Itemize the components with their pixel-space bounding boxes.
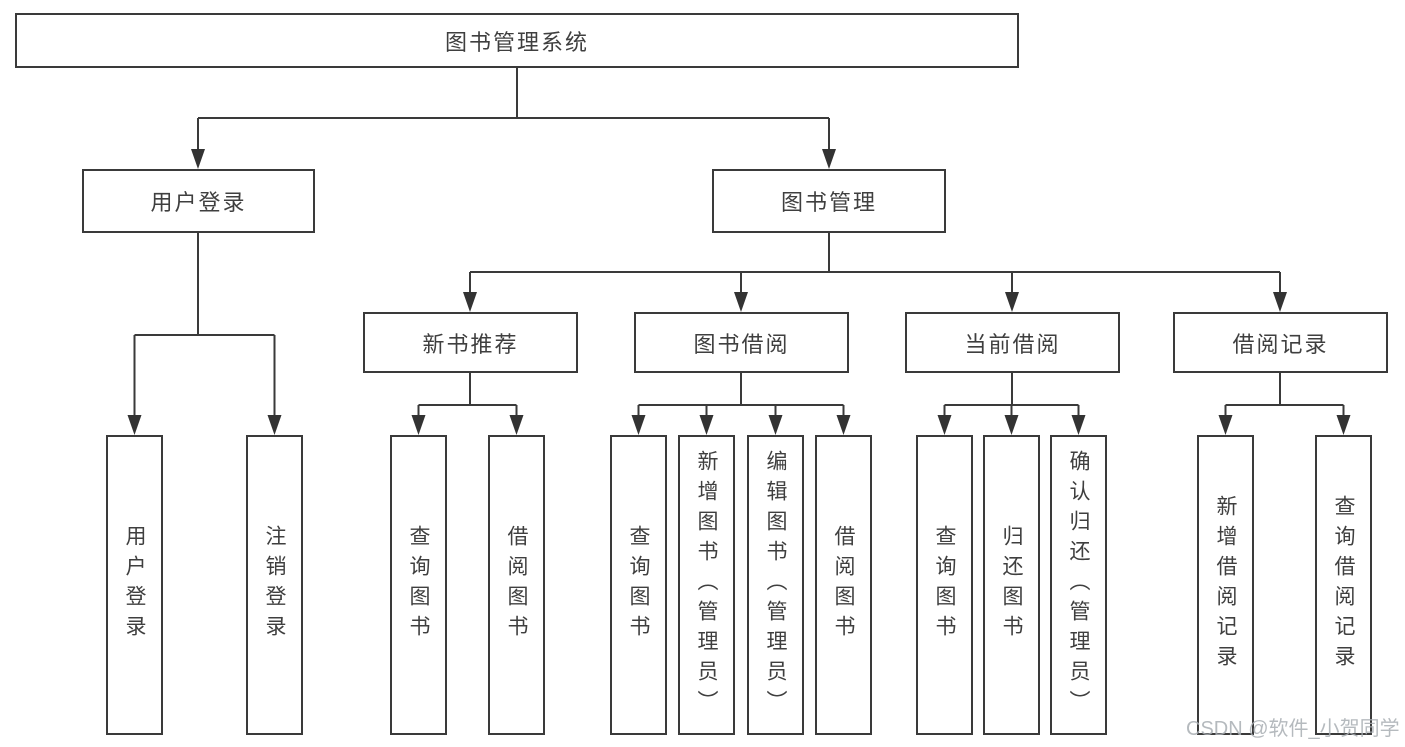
leaf-edit-book-admin: 编辑图书（管理员） (747, 435, 804, 735)
node-book-management: 图书管理 (712, 169, 946, 233)
leaf-confirm-return-admin: 确认归还（管理员） (1050, 435, 1107, 735)
connector-book-borrowing-to-leaves (631, 373, 851, 435)
node-label: 新书推荐 (422, 331, 519, 357)
csdn-watermark: CSDN @软件_小贺同学 (1186, 718, 1400, 740)
node-label: 图书管理 (780, 190, 877, 215)
leaf-logout: 注销登录 (246, 435, 303, 735)
node-label: 新增借阅记录 (1214, 495, 1237, 675)
leaf-query-books-recommendation: 查询图书 (390, 435, 447, 735)
leaf-add-book-admin: 新增图书（管理员） (678, 435, 735, 735)
leaf-borrow-books-recommendation: 借阅图书 (488, 435, 545, 735)
node-label: 图书管理系统 (444, 29, 589, 55)
connector-root-to-level2 (191, 68, 836, 169)
leaf-borrow-books-borrowing: 借阅图书 (815, 435, 872, 735)
node-label: 借阅图书 (505, 525, 528, 645)
node-new-book-recommendation: 新书推荐 (363, 312, 578, 373)
node-label: 注销登录 (263, 525, 286, 645)
node-label: 查询借阅记录 (1332, 495, 1355, 675)
node-label: 查询图书 (933, 525, 956, 645)
leaf-user-login: 用户登录 (106, 435, 163, 735)
leaf-query-books-borrowing: 查询图书 (610, 435, 667, 735)
connector-borrowing-records-to-leaves (1218, 373, 1351, 435)
leaf-query-books-current: 查询图书 (916, 435, 973, 735)
node-library-management-system: 图书管理系统 (15, 13, 1019, 68)
connector-current-borrowing-to-leaves (937, 373, 1086, 435)
node-label: 图书借阅 (693, 331, 790, 357)
node-label: 用户登录 (150, 190, 247, 215)
leaf-query-borrow-record: 查询借阅记录 (1315, 435, 1372, 735)
node-label: 借阅图书 (832, 525, 855, 645)
node-book-borrowing: 图书借阅 (634, 312, 849, 373)
node-label: 用户登录 (123, 525, 146, 645)
node-current-borrowing: 当前借阅 (905, 312, 1120, 373)
node-label: 当前借阅 (964, 331, 1061, 357)
node-label: 查询图书 (627, 525, 650, 645)
leaf-add-borrow-record: 新增借阅记录 (1197, 435, 1254, 735)
node-label: 确认归还（管理员） (1067, 450, 1090, 720)
node-label: 新增图书（管理员） (695, 450, 718, 720)
connector-book-management-to-level3 (463, 233, 1287, 312)
node-label: 编辑图书（管理员） (764, 450, 787, 720)
node-user-login: 用户登录 (82, 169, 315, 233)
node-label: 查询图书 (407, 525, 430, 645)
leaf-return-books: 归还图书 (983, 435, 1040, 735)
connector-user-login-to-leaves (127, 233, 282, 435)
node-borrowing-records: 借阅记录 (1173, 312, 1388, 373)
node-label: 归还图书 (1000, 525, 1023, 645)
connector-new-book-recommendation-to-leaves (411, 373, 524, 435)
node-label: 借阅记录 (1232, 331, 1329, 357)
